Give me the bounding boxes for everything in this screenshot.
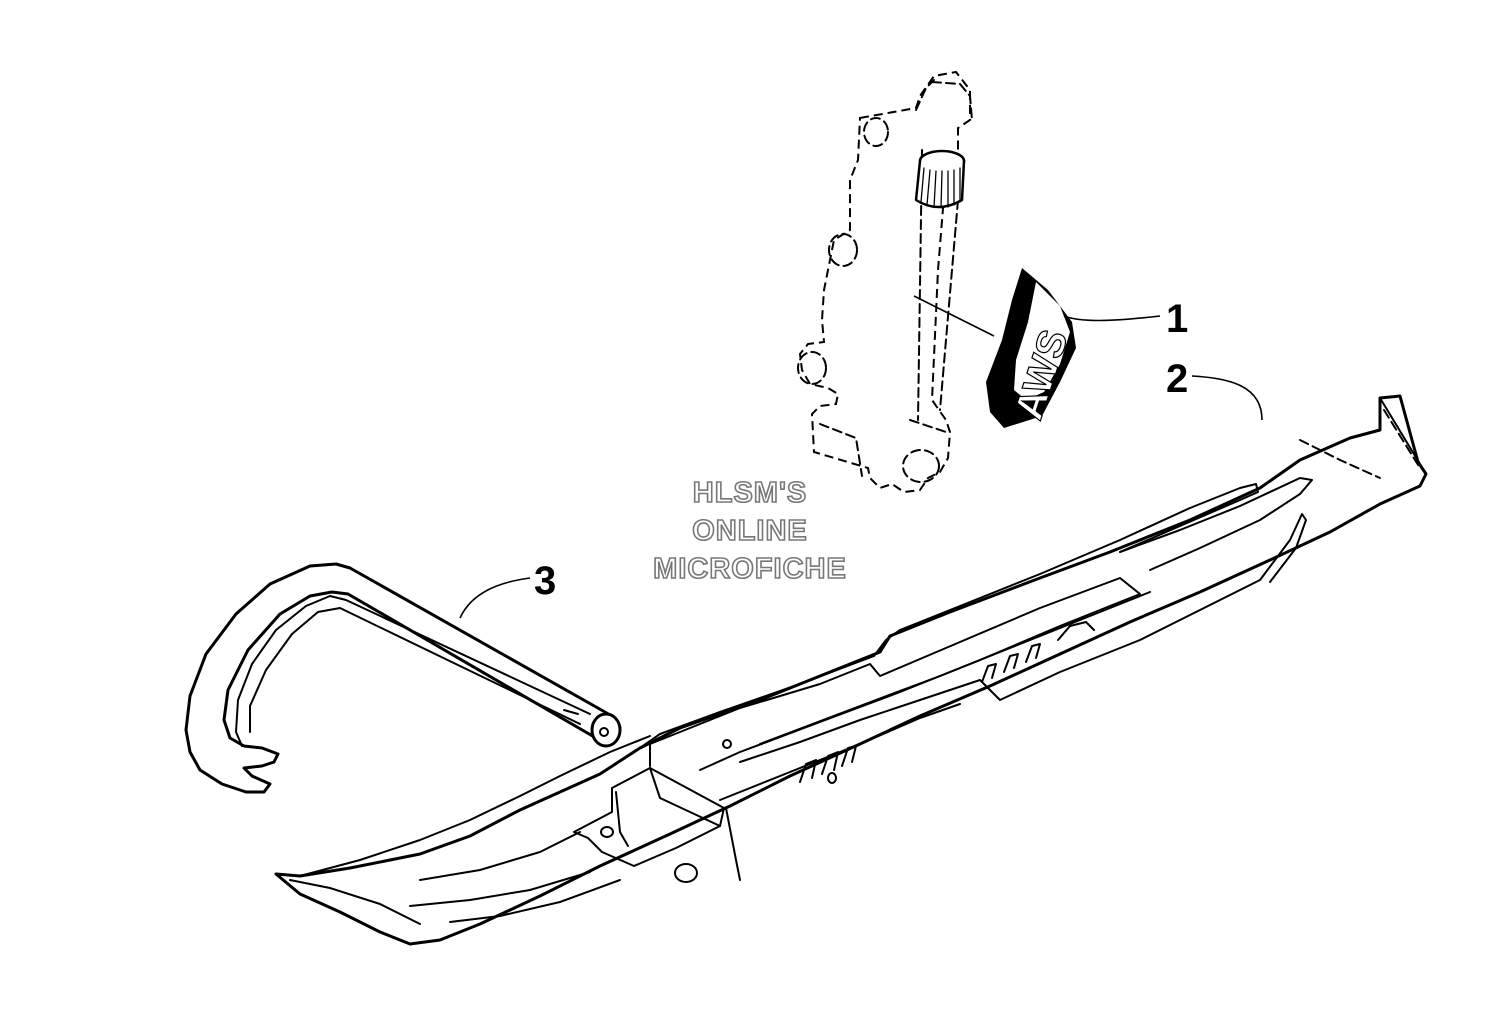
watermark-line-1: HLSM'S [693, 477, 807, 509]
leader-1 [1063, 315, 1161, 322]
ski [274, 394, 1428, 946]
callout-3: 3 [534, 559, 556, 603]
knurled-bushing [914, 149, 966, 209]
leader-2 [1191, 375, 1263, 421]
decal-reference-line [913, 295, 995, 337]
aws-decal: AWS [986, 268, 1077, 428]
watermark: HLSM'S ONLINE MICROFICHE [652, 476, 847, 586]
leader-3 [459, 577, 531, 619]
ski-loop-handle [184, 562, 622, 794]
callout-1: 1 [1166, 297, 1188, 341]
callout-2: 2 [1166, 357, 1188, 401]
spindle-reference [797, 70, 973, 494]
watermark-line-3: MICROFICHE [653, 553, 847, 585]
watermark-line-2: ONLINE [692, 515, 808, 547]
